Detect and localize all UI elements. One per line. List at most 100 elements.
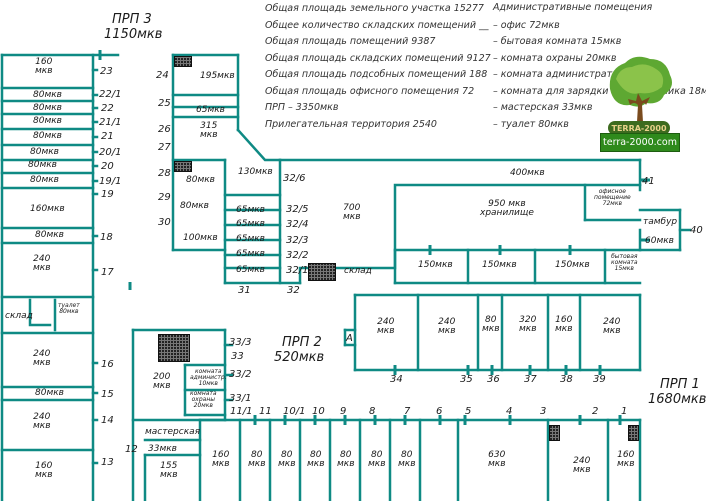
gate-g16: 16 xyxy=(101,359,114,370)
gate-gA: А xyxy=(346,333,353,344)
admin-item: – офис 72мкв xyxy=(493,19,560,31)
gate-g20: 20 xyxy=(101,161,114,172)
info-line: Общая площадь подсобных помещений 188 xyxy=(265,69,488,80)
gate-g10: 10 xyxy=(312,406,325,417)
room-r80r: 80 мкв xyxy=(398,450,416,469)
room-r240c: 240 мкв xyxy=(33,412,51,431)
terra-2000-logo: TERRA-2000 xyxy=(608,56,672,139)
gate-g30: 30 xyxy=(158,217,171,228)
room-r130: 130мкв xyxy=(238,167,273,177)
room-r240e: 240 мкв xyxy=(438,317,456,336)
room-r240b: 240 мкв xyxy=(33,349,51,368)
gate-g39: 39 xyxy=(593,374,606,385)
gate-g18: 18 xyxy=(100,232,113,243)
room-r80c: 80мкв xyxy=(33,116,62,126)
admin-rooms-list: Административные помещения – офис 72мкв … xyxy=(493,3,706,136)
gate-g12: 12 xyxy=(125,444,138,455)
gate-g32: 32 xyxy=(287,285,300,296)
info-line: Общая площадь складских помещений 9127 xyxy=(265,52,491,64)
site-info-list: Общая площадь земельного участка 15277 О… xyxy=(265,4,491,136)
room-r80f: 80мкв xyxy=(28,160,57,170)
room-r950: 950 мкв хранилище xyxy=(480,199,534,218)
room-r400: 400мкв xyxy=(510,168,545,178)
room-r240a: 240 мкв xyxy=(33,254,51,273)
stair-block-1 xyxy=(174,56,192,67)
info-line: ПРП – 3350мкв xyxy=(265,102,339,113)
room-guard_room: комната охраны 20мкв xyxy=(190,390,217,409)
admin-item: – бытовая комната 15мкв xyxy=(493,36,622,47)
gate-g26: 26 xyxy=(158,124,171,135)
gate-g17: 17 xyxy=(101,267,114,278)
room-toilet: туалет 80мкв xyxy=(58,302,80,315)
room-r150a: 150мкв xyxy=(418,260,453,270)
gate-g3: 3 xyxy=(540,406,547,417)
gate-g8: 8 xyxy=(369,406,376,417)
gate-g27: 27 xyxy=(158,142,171,153)
room-sklad_mid: склад xyxy=(344,266,372,276)
admin-item: – туалет 80мкв xyxy=(493,118,569,130)
gate-g21_1: 21/1 xyxy=(99,117,122,128)
room-r240d: 240 мкв xyxy=(377,317,395,336)
prp2-name: ПРП 2 xyxy=(282,335,322,350)
gate-g21: 21 xyxy=(101,131,114,142)
room-r80l: 80 мкв xyxy=(482,315,500,334)
room-r150b: 150мкв xyxy=(482,260,517,270)
room-r160b: 160мкв xyxy=(30,204,65,214)
room-r80p: 80 мкв xyxy=(337,450,355,469)
room-r80n: 80 мкв xyxy=(278,450,296,469)
gate-g41: 41 xyxy=(642,176,655,187)
gate-g33_2: 33/2 xyxy=(229,369,252,380)
room-r160d: 160 мкв xyxy=(555,315,573,334)
room-r160a: 160 мкв xyxy=(35,57,53,76)
gate-g22: 22 xyxy=(101,103,114,114)
gate-g14: 14 xyxy=(101,415,114,426)
room-r80k: 80мкв xyxy=(180,201,209,211)
room-r100: 100мкв xyxy=(183,233,218,243)
room-r320: 320 мкв xyxy=(519,315,537,334)
gate-g4: 4 xyxy=(506,406,513,417)
room-r80j: 80мкв xyxy=(186,175,215,185)
room-r65b: 65мкв xyxy=(236,205,265,215)
prp1-name: ПРП 1 xyxy=(660,377,700,392)
room-byt: бытовая комната 15мкв xyxy=(611,253,638,272)
gate-g29: 29 xyxy=(158,192,171,203)
prp2-area: 520мкв xyxy=(274,350,325,365)
gate-g6: 6 xyxy=(436,406,443,417)
room-r80i: 80мкв xyxy=(35,388,64,398)
gate-g1: 1 xyxy=(621,406,628,417)
room-r60: 60мкв xyxy=(645,236,674,246)
stair-block-5 xyxy=(549,425,560,441)
admin-item: – мастерская 33мкв xyxy=(493,102,593,113)
gate-g24: 24 xyxy=(156,70,169,81)
gate-g32_2: 32/2 xyxy=(286,250,309,261)
gate-g32_1: 32/1 xyxy=(286,265,309,276)
gate-g40: 40 xyxy=(690,225,703,236)
gate-g31: 31 xyxy=(238,285,251,296)
room-r155: 155 мкв xyxy=(160,461,178,480)
room-r630: 630 мкв xyxy=(488,450,506,469)
room-r160f: 160 мкв xyxy=(617,450,635,469)
gate-g25: 25 xyxy=(158,98,171,109)
room-r160c: 160 мкв xyxy=(35,461,53,480)
site-url-badge[interactable]: terra-2000.com xyxy=(600,133,680,152)
room-r65f: 65мкв xyxy=(236,265,265,275)
room-r195: 195мкв xyxy=(200,71,235,81)
stair-block-3 xyxy=(308,263,336,281)
stair-block-2 xyxy=(174,161,192,172)
gate-g32_6: 32/6 xyxy=(283,173,306,184)
gate-g11: 11 xyxy=(259,406,272,417)
gate-g33_1: 33/1 xyxy=(229,393,252,404)
prp3-area: 1150мкв xyxy=(104,27,163,42)
room-r700: 700 мкв xyxy=(343,203,361,222)
info-line: Общее количество складских помещений __ xyxy=(265,19,489,31)
gate-g10_1: 10/1 xyxy=(283,406,306,417)
room-r80h: 80мкв xyxy=(35,230,64,240)
room-r80b: 80мкв xyxy=(33,103,62,113)
prp1-area: 1680мкв xyxy=(648,392,706,407)
gate-g2: 2 xyxy=(592,406,599,417)
gate-g13: 13 xyxy=(101,457,114,468)
admin-title: Административные помещения xyxy=(493,2,653,13)
room-r65e: 65мкв xyxy=(236,249,265,259)
